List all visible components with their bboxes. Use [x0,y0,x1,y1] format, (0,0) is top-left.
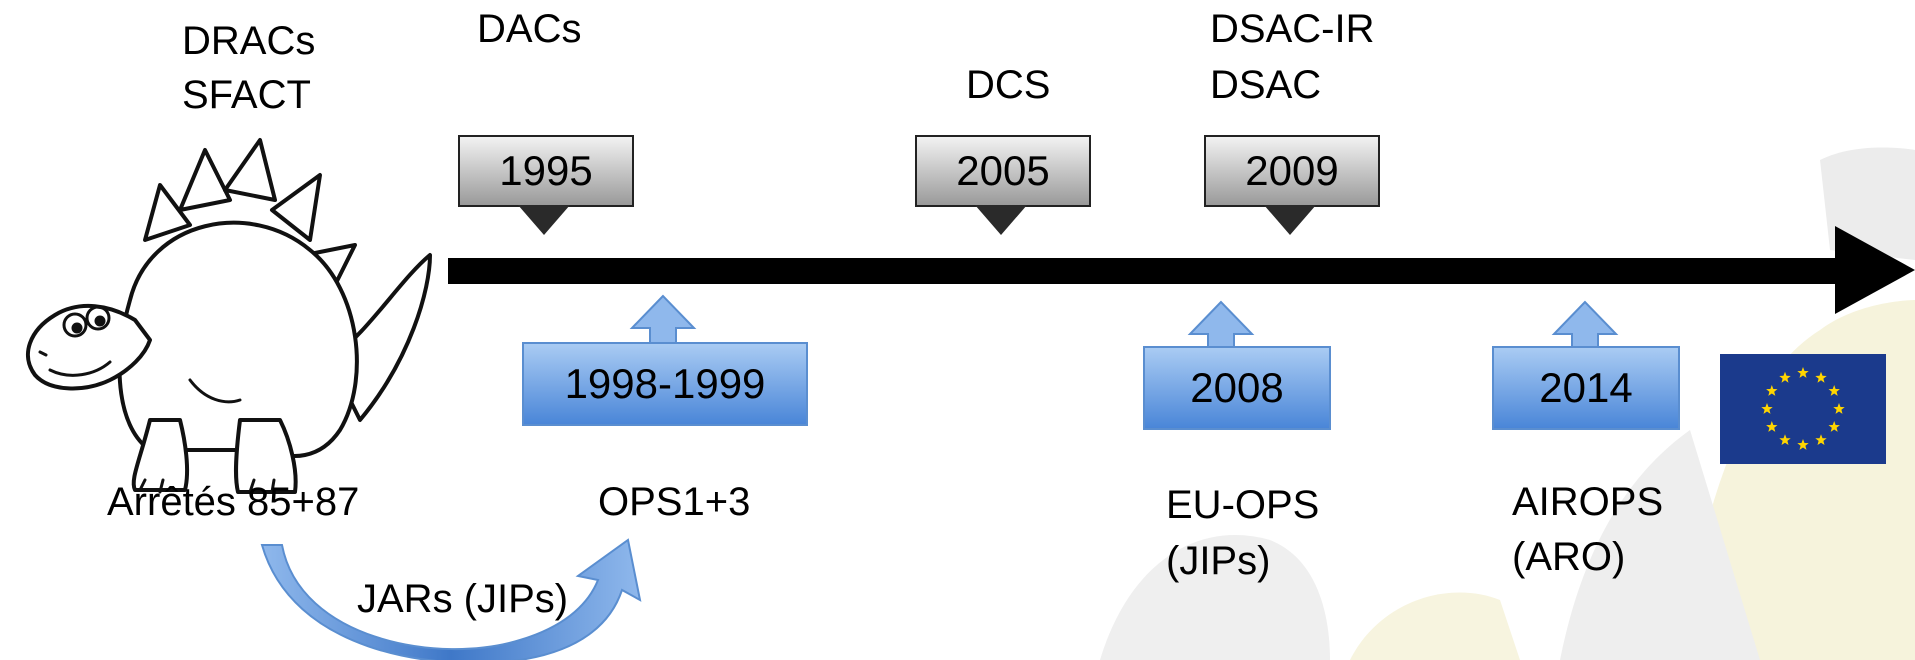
label-eu-ops-jips: (JIPs) [1166,539,1271,583]
label-arretes: Arrêtés 85+87 [107,480,360,524]
label-jars: JARs (JIPs) [357,577,569,621]
eu-star-icon [1815,434,1827,445]
eu-flag-icon [1720,354,1886,464]
eu-star-icon [1828,421,1840,432]
label-airops-aro: (ARO) [1512,535,1626,579]
eu-star-icon [1761,403,1773,414]
year-box-2008: 2008 [1143,346,1331,430]
eu-star-icon [1797,439,1809,450]
eu-star-icon [1779,434,1791,445]
eu-star-icon [1815,371,1827,383]
year-box-1998-1999: 1998-1999 [522,342,808,426]
label-dcs: DCS [966,63,1051,107]
year-box-2009: 2009 [1204,135,1380,207]
down-arrow-icon [1264,205,1316,235]
label-dsac: DSAC [1210,63,1322,107]
year-box-1995: 1995 [458,135,634,207]
down-arrow-icon [518,205,570,235]
eu-star-icon [1766,421,1778,432]
eu-star-icon [1833,403,1845,414]
eu-star-icon [1779,371,1791,383]
eu-star-icon [1828,385,1840,396]
label-dacs: DACs [477,7,582,51]
year-box-2014: 2014 [1492,346,1680,430]
down-arrow-icon [975,205,1027,235]
dinosaur-icon [25,138,432,494]
label-dracs: DRACs [182,19,316,63]
label-eu-ops: EU-OPS [1166,483,1320,527]
eu-star-icon [1797,367,1809,378]
label-airops: AIROPS [1512,480,1664,524]
label-ops: OPS1+3 [598,480,751,524]
year-box-2005: 2005 [915,135,1091,207]
label-sfact: SFACT [182,73,311,117]
eu-star-icon [1766,385,1778,396]
label-dsac-ir: DSAC-IR [1210,7,1375,51]
